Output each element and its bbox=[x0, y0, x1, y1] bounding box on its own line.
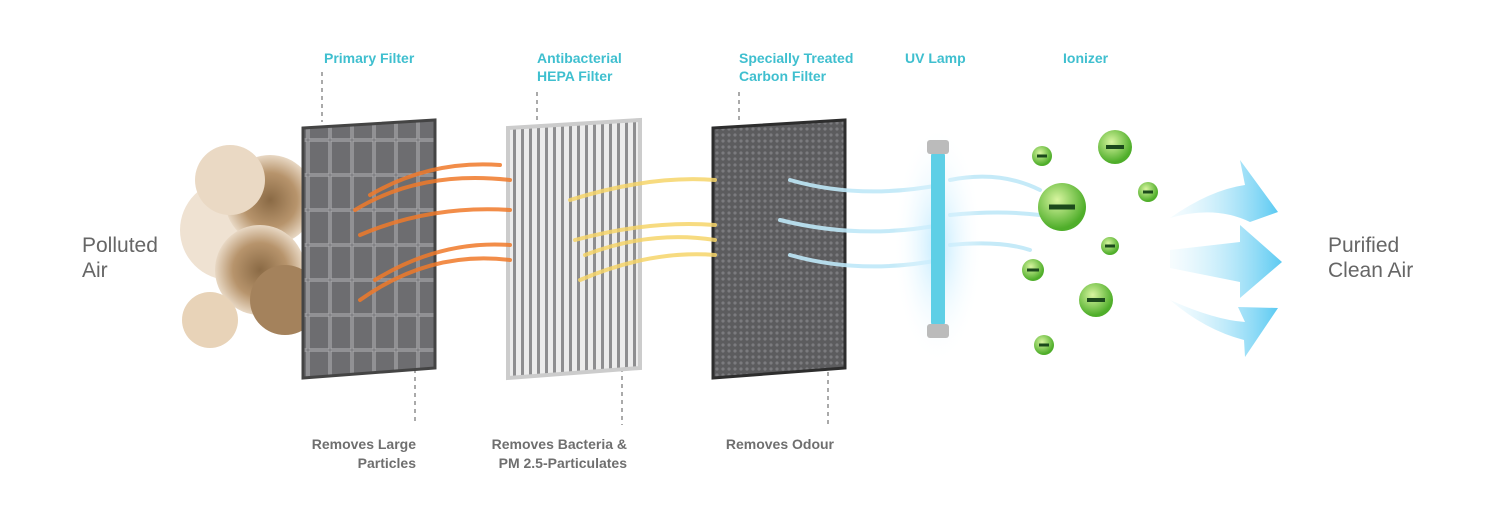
ion bbox=[1032, 146, 1052, 166]
label-line: Clean Air bbox=[1328, 259, 1414, 282]
hepa-filter-panel bbox=[506, 117, 642, 381]
label-ionizer: Ionizer bbox=[1063, 49, 1108, 67]
label-line: Antibacterial bbox=[537, 50, 622, 66]
label-primary-filter: Primary Filter bbox=[324, 49, 414, 67]
label-line: Purified bbox=[1328, 234, 1400, 257]
arrow-icon bbox=[1170, 160, 1278, 222]
arrow-icon bbox=[1170, 225, 1282, 298]
label-line: Primary Filter bbox=[324, 50, 415, 66]
ion bbox=[1034, 335, 1054, 355]
ion bbox=[1038, 183, 1086, 231]
ion bbox=[1098, 130, 1132, 164]
negative-ions bbox=[1022, 130, 1158, 355]
effect-line: Particles bbox=[357, 455, 416, 471]
ion bbox=[1079, 283, 1113, 317]
ion bbox=[1138, 182, 1158, 202]
effect-line: Removes Odour bbox=[725, 436, 834, 452]
effect-line: Removes Large bbox=[311, 436, 416, 452]
ion bbox=[1101, 237, 1119, 255]
label-line: HEPA Filter bbox=[537, 68, 613, 84]
clean-air-arrows bbox=[1170, 160, 1282, 357]
label-line: UV Lamp bbox=[905, 50, 966, 66]
label-line: Ionizer bbox=[1063, 50, 1109, 66]
uv-lamp bbox=[927, 140, 949, 338]
label-line: Air bbox=[82, 259, 108, 282]
effect-carbon-filter: Removes Odour bbox=[726, 435, 834, 454]
label-line: Polluted bbox=[82, 234, 158, 257]
carbon-filter-panel bbox=[711, 118, 847, 380]
arrow-icon bbox=[1170, 300, 1278, 357]
label-line: Carbon Filter bbox=[739, 68, 827, 84]
effect-line: Removes Bacteria & bbox=[491, 436, 627, 452]
ion bbox=[1022, 259, 1044, 281]
polluted-air-cloud bbox=[180, 145, 320, 348]
primary-filter-panel bbox=[301, 118, 437, 380]
effect-line: PM 2.5-Particulates bbox=[498, 455, 627, 471]
label-line: Specially Treated bbox=[739, 50, 854, 66]
effect-hepa-filter: Removes Bacteria & PM 2.5-Particulates bbox=[492, 435, 627, 473]
label-uv-lamp: UV Lamp bbox=[905, 49, 966, 67]
